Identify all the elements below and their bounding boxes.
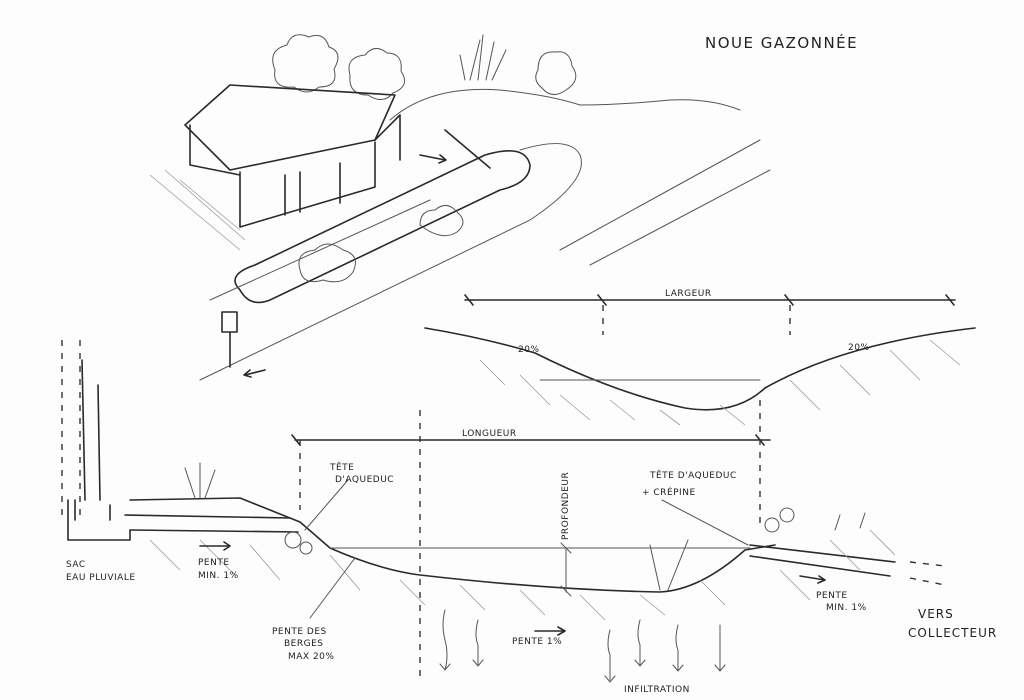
rain-pit-label-2: EAU PLUVIALE <box>66 573 136 583</box>
pit-icon <box>221 311 238 368</box>
outlet-dest-label-2: COLLECTEUR <box>908 626 997 640</box>
flow-arrow-icon <box>243 129 491 378</box>
outlet-head-label-1: TÊTE D'AQUEDUC <box>649 469 737 481</box>
title: NOUE GAZONNÉE <box>705 33 858 52</box>
inlet-slope-label-1: PENTE <box>198 558 230 568</box>
infiltration-label: INFILTRATION <box>624 685 690 695</box>
tree-icon <box>272 34 339 93</box>
outlet-slope-label-2: MIN. 1% <box>826 603 867 613</box>
road-edge <box>389 88 741 121</box>
inlet-head-label-1: TÊTE <box>329 461 354 473</box>
right-slope-label: 20% <box>848 343 870 353</box>
depth-label: PROFONDEUR <box>561 472 571 540</box>
inlet-pipe <box>124 514 299 533</box>
length-label: LONGUEUR <box>462 429 517 439</box>
grass-tuft-icon <box>459 34 507 81</box>
tree-icon <box>348 48 406 100</box>
outlet-head-label-2: + CRÉPINE <box>642 486 696 498</box>
long-section: LONGUEUR PROFONDEUR TÊTE D'AQUEDUC TÊTE … <box>61 340 997 695</box>
stones-icon <box>284 507 795 555</box>
house-roof <box>184 84 396 171</box>
flow-arrow-icon <box>534 626 566 636</box>
cross-section: LARGEUR 20% 20% <box>424 289 976 426</box>
shrub-icon <box>298 243 356 283</box>
infiltration-arrows <box>439 609 726 683</box>
outlet-pipe <box>749 544 896 577</box>
dimension-line-length <box>291 434 771 446</box>
bank-slope-label-3: MAX 20% <box>288 652 334 662</box>
flow-arrow-icon <box>799 575 826 584</box>
swale-plan <box>234 149 531 304</box>
left-slope-label: 20% <box>518 345 540 355</box>
bank-slope-label-2: BERGES <box>284 639 324 649</box>
cross-section-ground <box>424 327 976 411</box>
rain-pit <box>67 499 131 541</box>
inlet-head-label-2: D'AQUEDUC <box>335 475 394 485</box>
shrub-icon <box>419 205 464 237</box>
dimension-line-width <box>464 294 956 306</box>
road-edge <box>559 139 771 266</box>
bank-slope-label-1: PENTE DES <box>272 627 327 637</box>
width-label: LARGEUR <box>665 289 712 299</box>
perspective-view <box>149 34 771 381</box>
rain-pit-label-1: SAC <box>66 560 86 570</box>
inlet-slope-label-2: MIN. 1% <box>198 571 239 581</box>
flow-arrow-icon <box>199 541 231 551</box>
outlet-dest-label-1: VERS <box>918 607 954 621</box>
bottom-slope-label: PENTE 1% <box>512 637 562 647</box>
house-wall <box>189 114 401 228</box>
dashed-guide <box>299 400 761 680</box>
grass-tuft-icon <box>184 462 866 591</box>
outlet-slope-label-1: PENTE <box>816 591 848 601</box>
depth-line <box>560 542 572 597</box>
tree-icon <box>535 51 577 95</box>
downpipe <box>81 359 101 501</box>
